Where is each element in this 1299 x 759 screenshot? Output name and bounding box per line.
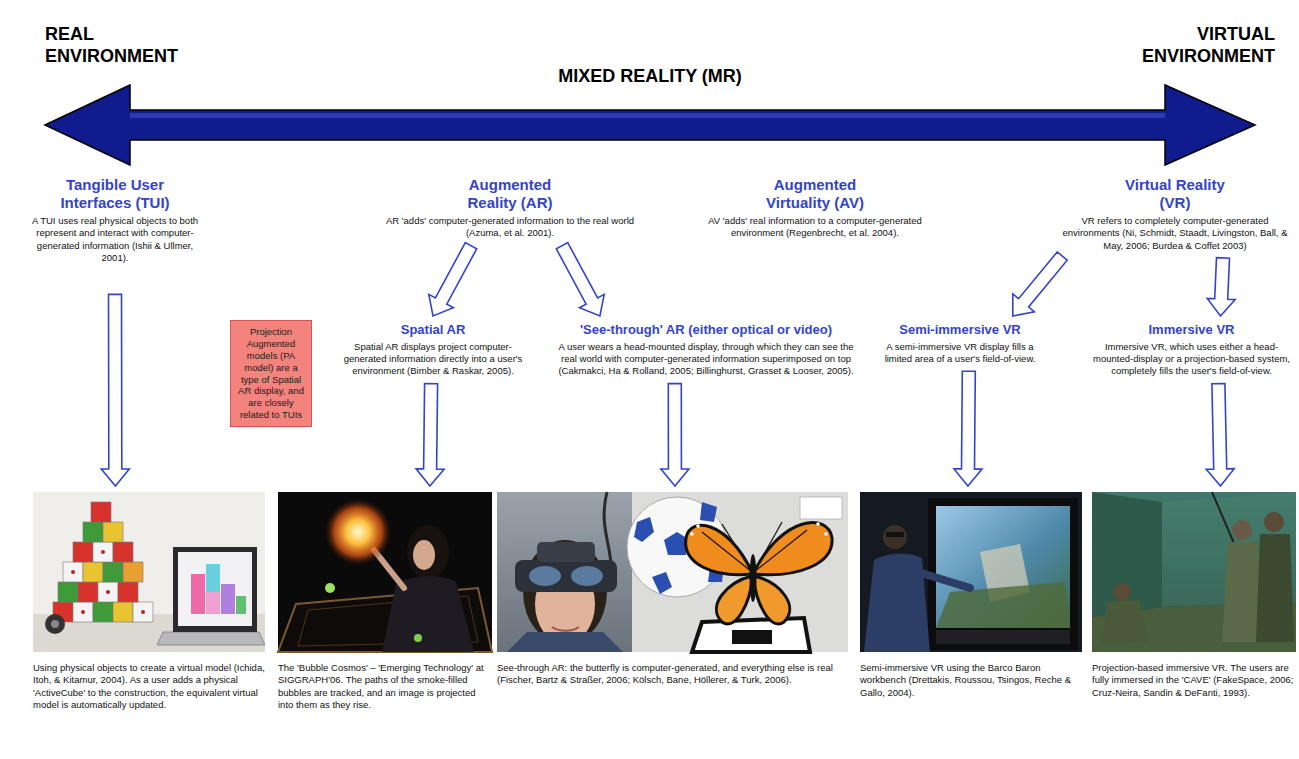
- category-heading: Augmented Reality (AR): [450, 176, 570, 212]
- region-label: REAL ENVIRONMENT: [45, 24, 185, 67]
- photo-panel: The 'Bubble Cosmos' – 'Emerging Technolo…: [278, 492, 492, 711]
- subcategory-heading: Spatial AR: [338, 322, 528, 338]
- photo-caption: See-through AR: the butterfly is compute…: [497, 662, 848, 687]
- description-text: AR 'adds' computer-generated information…: [380, 215, 640, 240]
- description-text: A TUI uses real physical objects to both…: [28, 215, 202, 264]
- hollow-arrow: [416, 384, 444, 486]
- note-text: Projection Augmented models (PA model) a…: [235, 326, 307, 421]
- bubble-cosmos-photo: [278, 492, 492, 652]
- category-block: Augmented Virtuality (AV) AV 'adds' real …: [695, 176, 935, 240]
- subcategory-heading: 'See-through' AR (either optical or vide…: [550, 322, 862, 338]
- category-heading: Tangible User Interfaces (TUI): [40, 176, 190, 212]
- description-text: Immersive VR, which uses either a head-m…: [1088, 341, 1295, 378]
- category-block: Augmented Reality (AR) AR 'adds' computer…: [380, 176, 640, 240]
- photo-caption: Projection-based immersive VR. The users…: [1092, 662, 1296, 699]
- hollow-arrow: [556, 243, 604, 316]
- category-heading: Virtual Reality (VR): [1125, 176, 1225, 212]
- hollow-arrow: [1207, 258, 1235, 316]
- hollow-arrow: [954, 371, 982, 486]
- subcategory-heading: Semi-immersive VR: [872, 322, 1048, 338]
- description-text: VR refers to completely computer-generat…: [1055, 215, 1295, 252]
- hollow-arrow: [101, 294, 129, 486]
- workbench-photo: [860, 492, 1082, 652]
- category-heading: Augmented Virtuality (AV): [750, 176, 880, 212]
- subcategory-block: Semi-immersive VR A semi-immersive VR dis…: [872, 322, 1048, 365]
- subcategory-block: 'See-through' AR (either optical or vide…: [550, 322, 862, 378]
- hollow-arrow: [429, 243, 477, 316]
- subcategory-block: Immersive VR Immersive VR, which uses eit…: [1088, 322, 1295, 378]
- description-text: AV 'adds' real information to a computer…: [695, 215, 935, 240]
- photo-panel: Projection-based immersive VR. The users…: [1092, 492, 1296, 699]
- photo-caption: The 'Bubble Cosmos' – 'Emerging Technolo…: [278, 662, 492, 711]
- axis-label: MIXED REALITY (MR): [520, 66, 780, 88]
- photo-panel: See-through AR: the butterfly is compute…: [497, 492, 848, 687]
- category-block: Virtual Reality (VR)VR refers to complet…: [1055, 176, 1295, 252]
- subcategory-heading: Immersive VR: [1088, 322, 1295, 338]
- ar-butterfly-photo: [627, 492, 848, 652]
- category-block: Tangible User Interfaces (TUI)A TUI uses…: [28, 176, 202, 264]
- hollow-arrow: [661, 384, 689, 486]
- cave-photo: [1092, 492, 1296, 652]
- mixed-reality-axis-arrow: [45, 85, 1255, 165]
- description-text: A semi-immersive VR display fills a limi…: [872, 341, 1048, 366]
- description-text: Spatial AR displays project computer-gen…: [338, 341, 528, 378]
- description-text: A user wears a head-mounted display, thr…: [550, 341, 862, 378]
- hollow-arrow: [1013, 252, 1067, 316]
- hmd-user-photo: [497, 492, 632, 652]
- region-label: VIRTUAL ENVIRONMENT: [1130, 24, 1275, 67]
- hollow-arrow: [1206, 384, 1234, 487]
- photo-caption: Semi-immersive VR using the Barco Baron …: [860, 662, 1082, 699]
- photo-panel: Using physical objects to create a virtu…: [33, 492, 265, 711]
- photo-caption: Using physical objects to create a virtu…: [33, 662, 265, 711]
- activecube-photo: [33, 492, 265, 652]
- axis-highlight: [130, 113, 1165, 118]
- subcategory-block: Spatial AR Spatial AR displays project co…: [338, 322, 528, 378]
- note-box: Projection Augmented models (PA model) a…: [230, 320, 312, 427]
- photo-panel: Semi-immersive VR using the Barco Baron …: [860, 492, 1082, 699]
